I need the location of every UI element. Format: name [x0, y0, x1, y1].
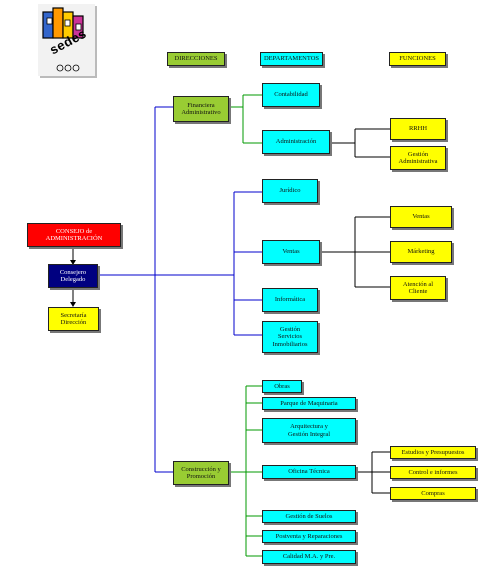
blue-connectors [98, 106, 262, 473]
box-parque-maquinaria: Parque de Maquinaria [262, 397, 356, 410]
box-calidad: Calidad M.A. y Pre. [262, 550, 356, 564]
box-financiera-administrativo: Financiera Administrativo [173, 96, 229, 122]
box-rrhh: RRHH [390, 118, 446, 140]
box-gestion-suelos: Gestión de Suelos [262, 510, 356, 523]
box-consejero-delegado: Consejero Delegado [48, 264, 98, 288]
logo-graphic [42, 7, 84, 72]
sedes-logo: sedes [38, 4, 95, 76]
header-direcciones: DIRECCIONES [167, 52, 225, 66]
box-oficina-tecnica: Oficina Técnica [262, 465, 356, 479]
arrowheads [70, 260, 76, 307]
box-estudios-presupuestos: Estudios y Presupuestos [390, 446, 476, 459]
box-administracion: Administración [262, 130, 330, 154]
box-gestion-administrativa: Gestión Administrativa [390, 146, 446, 170]
box-ventas: Ventas [262, 240, 320, 264]
box-contabilidad: Contabilidad [262, 83, 320, 107]
box-juridico: Jurídico [262, 179, 318, 203]
box-marketing: Márketing [390, 241, 452, 263]
box-compras: Compras [390, 487, 476, 500]
box-consejo-administracion: CONSEJO de ADMINISTRACIÓN [27, 223, 121, 247]
header-funciones: FUNCIONES [389, 52, 446, 66]
green-connectors [229, 94, 262, 557]
box-postventa-reparaciones: Postventa y Reparaciones [262, 530, 356, 543]
box-atencion-cliente: Atención al Cliente [390, 276, 446, 300]
box-secretaria-direccion: Secretaría Dirección [48, 307, 99, 331]
box-control-informes: Control e informes [390, 466, 476, 479]
box-funcion-ventas: Ventas [390, 206, 452, 228]
box-informatica: Informática [262, 288, 318, 312]
box-construccion-promocion: Construcción y Promoción [173, 461, 229, 485]
box-gestion-servicios-inmobiliarios: Gestión Servicios Inmobiliarios [262, 321, 318, 353]
box-obras: Obras [262, 380, 302, 393]
box-arquitectura-gestion-integral: Arquitectura y Gestión Integral [262, 418, 356, 443]
header-departamentos: DEPARTAMENTOS [260, 52, 323, 66]
